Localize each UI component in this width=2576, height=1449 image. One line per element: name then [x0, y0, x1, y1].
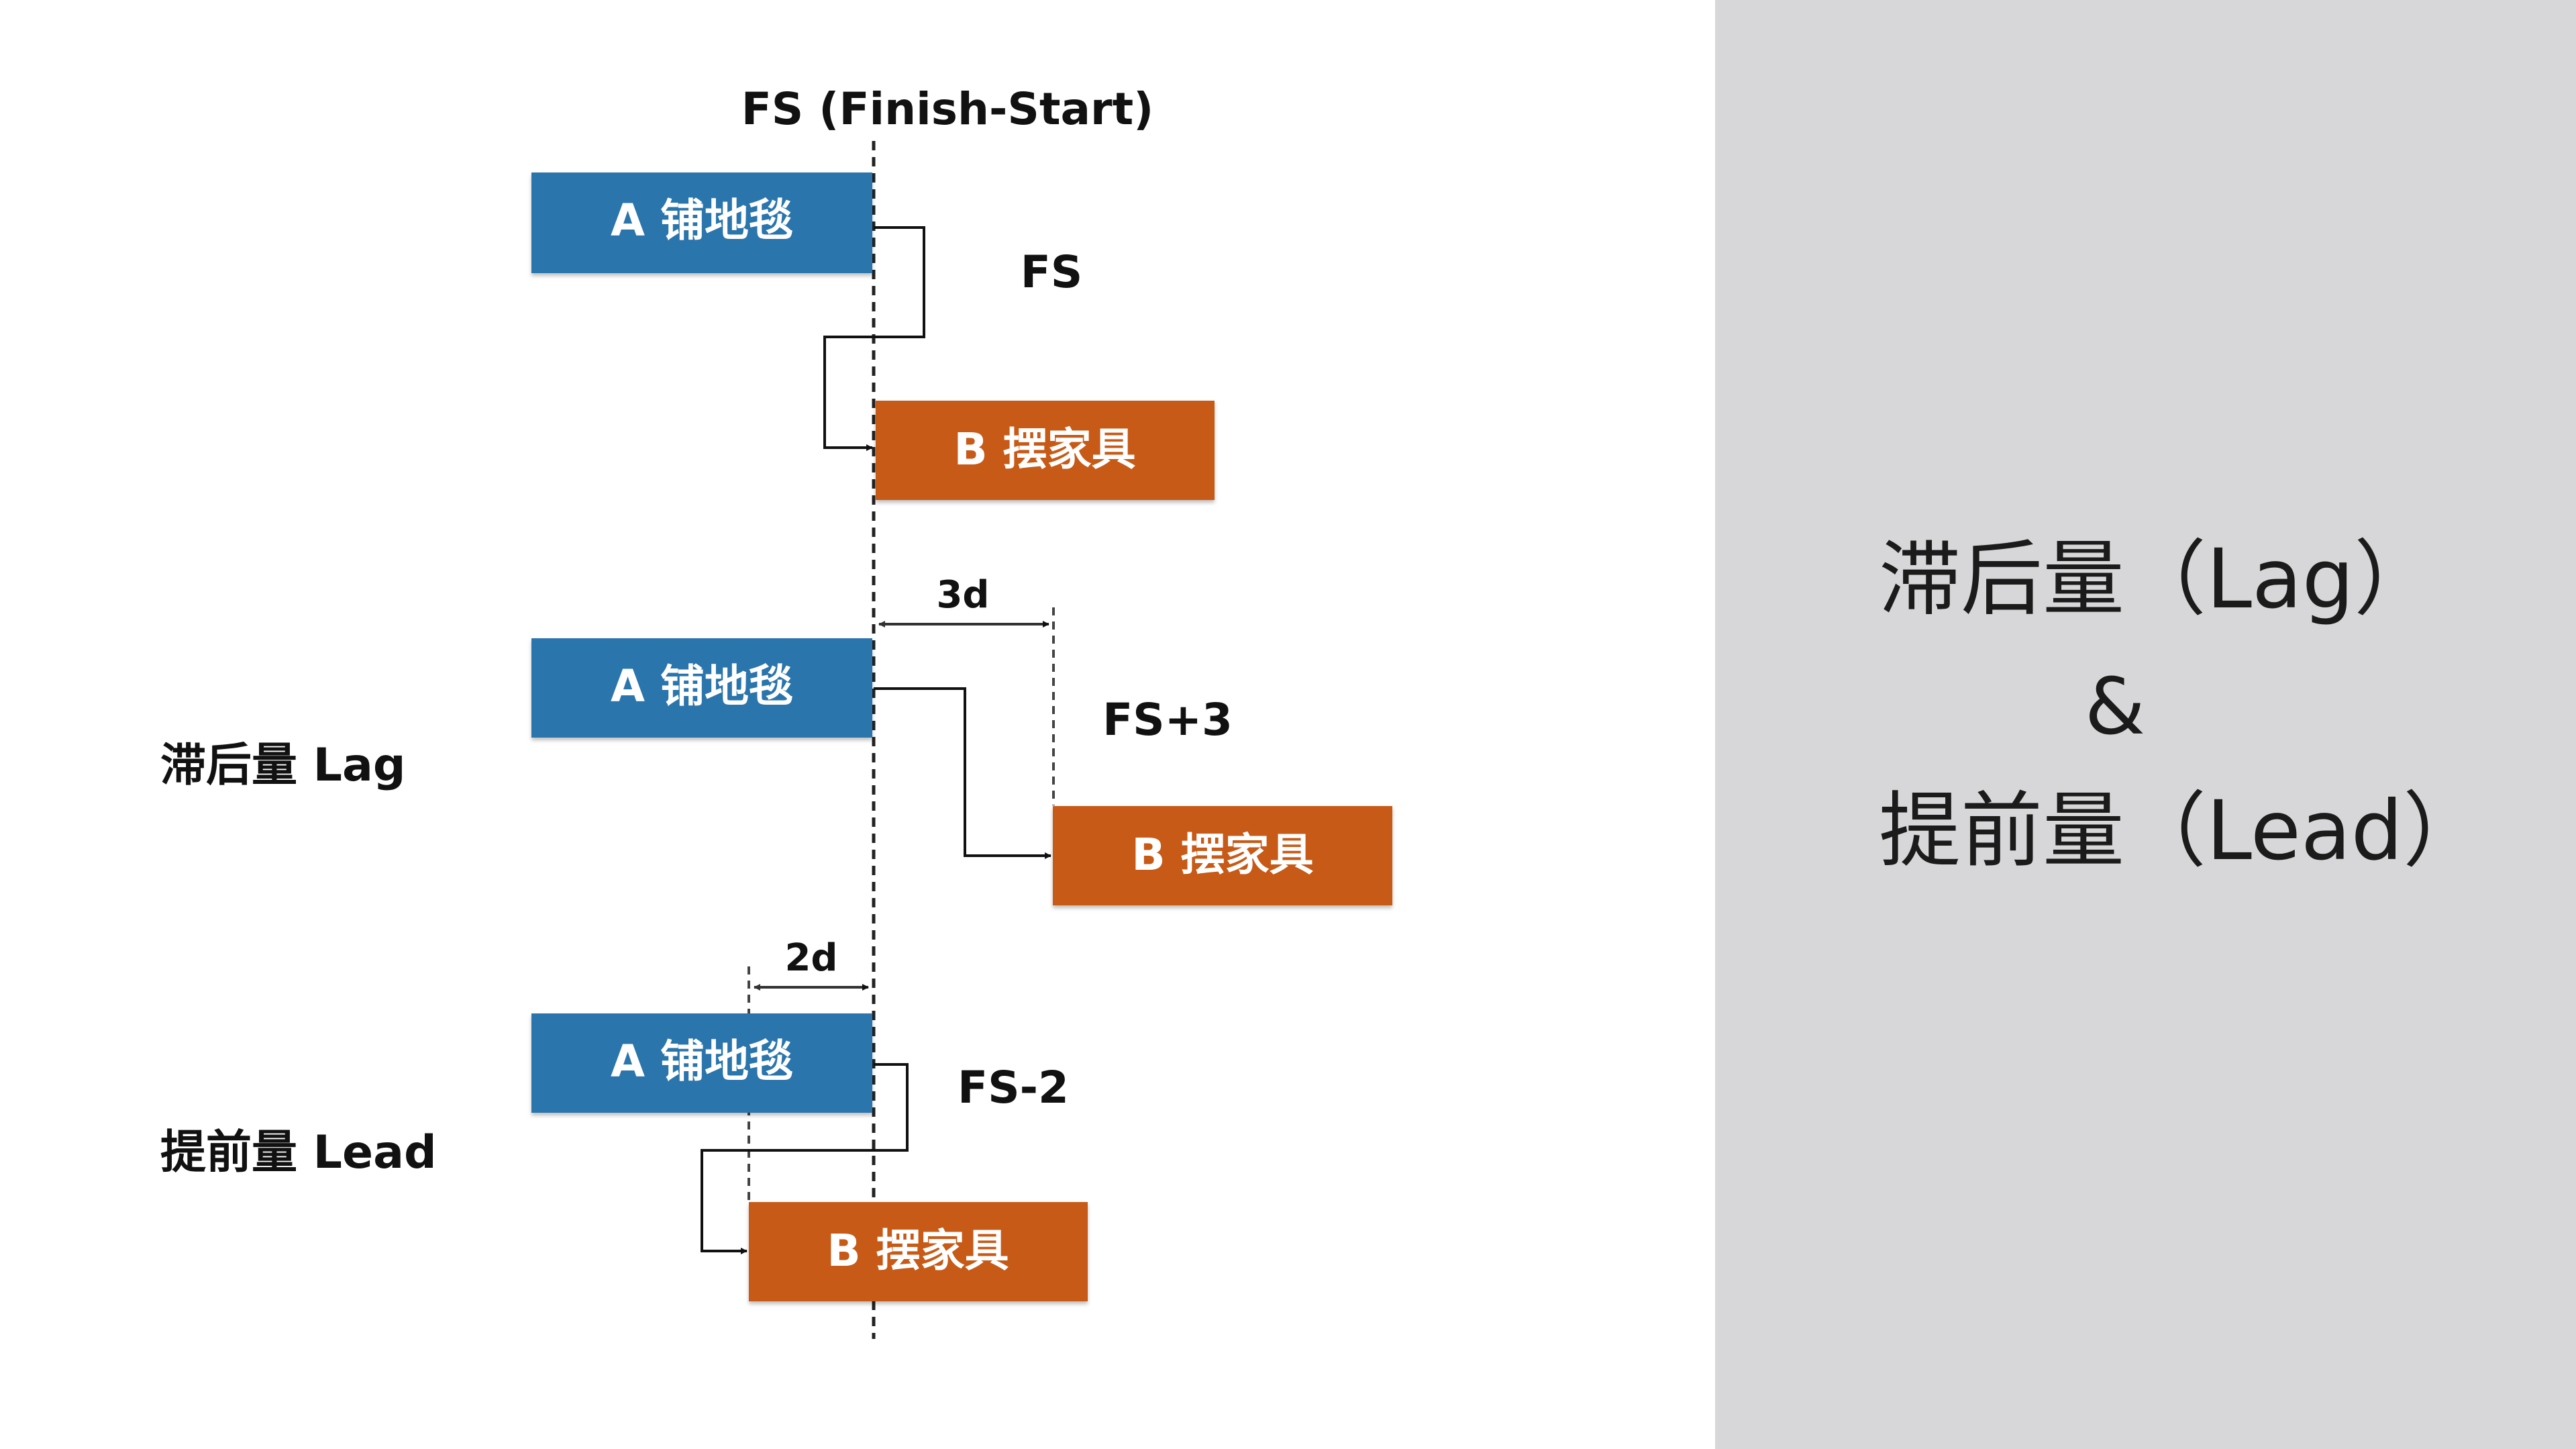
relation-label: FS [1021, 246, 1083, 298]
dependency-arrow [823, 226, 925, 451]
task-a-label: A 铺地毯 [611, 660, 793, 712]
diagram-title: FS (Finish-Start) [741, 83, 1154, 135]
lag-side-label: 滞后量 Lag [160, 739, 406, 792]
task-b-label: B 摆家具 [954, 423, 1135, 475]
task-a-box [531, 638, 872, 738]
task-b-label: B 摆家具 [827, 1225, 1009, 1277]
task-b-box [876, 401, 1215, 500]
dependency-arrow [701, 1063, 909, 1254]
row-lead: 2d A 铺地毯 B 摆家具 FS-2 提前量 Lead [160, 936, 1088, 1301]
row-fs: A 铺地毯 B 摆家具 FS [531, 172, 1215, 500]
panel-ampersand: & [2085, 662, 2145, 752]
panel-lag-title: 滞后量（Lag） [1879, 532, 2436, 627]
task-a-box [531, 1013, 872, 1113]
task-a-box [531, 172, 872, 273]
task-a-label: A 铺地毯 [611, 195, 793, 246]
task-b-label: B 摆家具 [1131, 829, 1313, 881]
lag-offset-label: 3d [936, 573, 989, 617]
title-panel [1715, 0, 2576, 1449]
task-b-box [749, 1202, 1088, 1301]
relation-label: FS-2 [958, 1062, 1069, 1113]
panel-lead-title: 提前量（Lead） [1879, 783, 2485, 879]
lead-side-label: 提前量 Lead [160, 1126, 437, 1179]
row-lag: 3d A 铺地毯 B 摆家具 FS+3 滞后量 Lag [160, 573, 1392, 905]
relation-label: FS+3 [1102, 694, 1233, 746]
lead-offset-label: 2d [784, 936, 837, 980]
dependency-arrow [874, 687, 1051, 859]
task-b-box [1053, 806, 1392, 905]
task-a-label: A 铺地毯 [611, 1036, 793, 1087]
